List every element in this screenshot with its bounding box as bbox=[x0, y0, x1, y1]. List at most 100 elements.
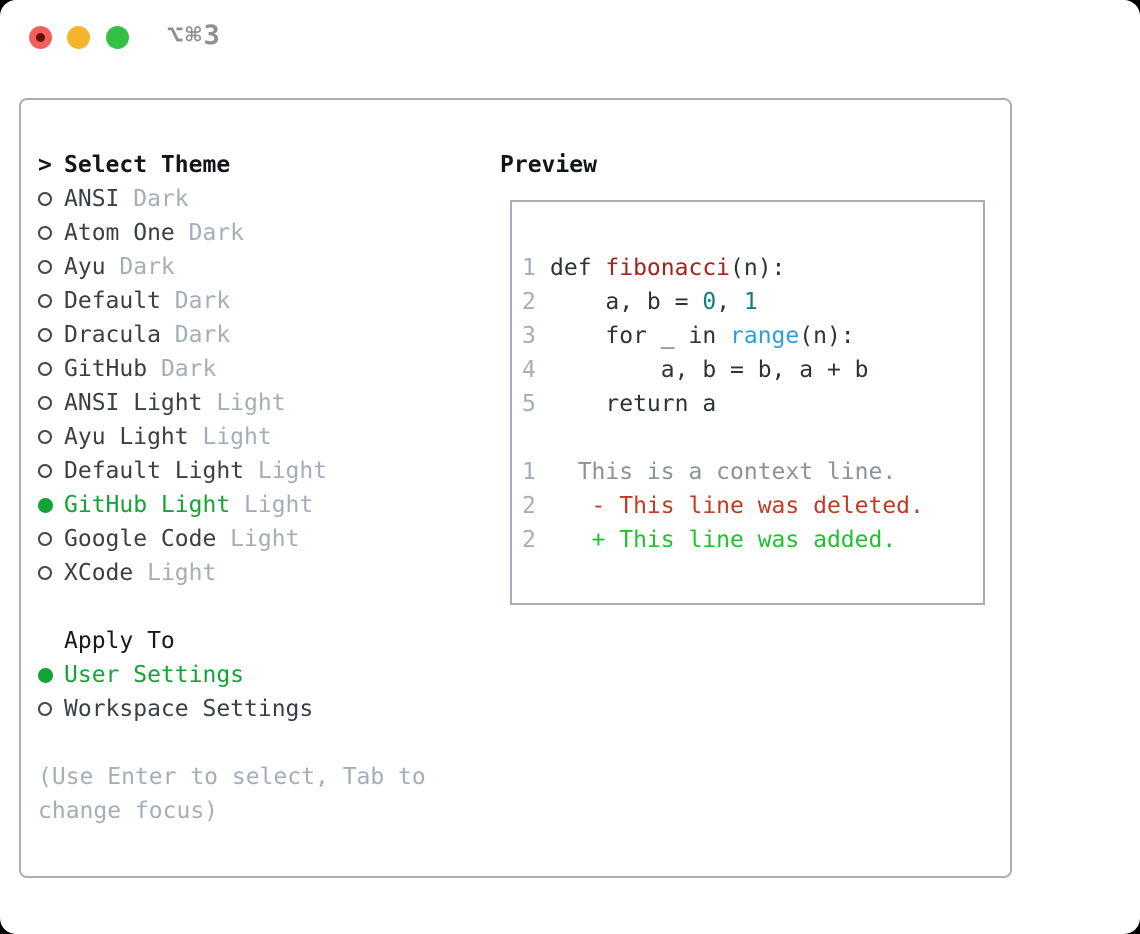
theme-variant-label: Dark bbox=[174, 220, 245, 246]
preview-line-3: 3 for _ in range(n): bbox=[522, 319, 983, 353]
theme-variant-label: Dark bbox=[147, 356, 217, 382]
window-title: ⌥⌘3 bbox=[167, 20, 222, 51]
preview-line-9: 2 + This line was added. bbox=[522, 523, 983, 557]
radio-icon bbox=[38, 566, 64, 580]
theme-name: GitHub Light bbox=[64, 492, 231, 518]
theme-name: ANSI bbox=[64, 186, 120, 212]
theme-name: Default Light bbox=[64, 458, 245, 484]
preview-line-8: 2 - This line was deleted. bbox=[522, 489, 983, 523]
prompt-icon: > bbox=[38, 152, 52, 178]
code-token: a, b = bbox=[550, 289, 703, 315]
theme-variant-label: Dark bbox=[160, 288, 231, 314]
code-token: 0 bbox=[702, 289, 717, 315]
line-number: 2 bbox=[522, 527, 536, 553]
theme-option-github-dark[interactable]: GitHub Dark bbox=[38, 352, 426, 386]
radio-icon bbox=[38, 328, 64, 342]
spacer bbox=[38, 590, 426, 624]
theme-option-default-dark[interactable]: Default Dark bbox=[38, 284, 426, 318]
theme-option-default-light-light[interactable]: Default Light Light bbox=[38, 454, 426, 488]
line-number: 1 bbox=[522, 459, 536, 485]
code-token: , bbox=[716, 289, 744, 315]
theme-option-ansi-dark[interactable]: ANSI Dark bbox=[38, 182, 426, 216]
apply-option-workspace-settings[interactable]: Workspace Settings bbox=[38, 692, 426, 726]
theme-name: Atom One bbox=[64, 220, 175, 246]
theme-variant-label: Light bbox=[216, 526, 300, 552]
code-token: range bbox=[730, 323, 800, 349]
code-token: def bbox=[550, 255, 606, 281]
title-bar: ⌥⌘3 bbox=[0, 0, 1140, 74]
line-number: 5 bbox=[522, 391, 536, 417]
code-token: This is a context line. bbox=[550, 459, 897, 485]
radio-icon bbox=[38, 226, 64, 240]
theme-name: Dracula bbox=[64, 322, 161, 348]
code-token: (n): bbox=[799, 323, 855, 349]
code-token: return a bbox=[550, 391, 717, 417]
theme-variant-label: Dark bbox=[105, 254, 175, 280]
preview-line-5: 5 return a bbox=[522, 387, 983, 421]
theme-name: Default bbox=[64, 288, 161, 314]
theme-variant-label: Dark bbox=[160, 322, 231, 348]
theme-variant-label: Light bbox=[244, 458, 328, 484]
close-button[interactable] bbox=[29, 26, 52, 49]
radio-icon bbox=[38, 464, 64, 478]
radio-icon bbox=[38, 294, 64, 308]
line-number: 3 bbox=[522, 323, 536, 349]
theme-name: ANSI Light bbox=[64, 390, 203, 416]
apply-option-label: User Settings bbox=[64, 662, 245, 688]
radio-icon bbox=[38, 532, 64, 546]
theme-name: Ayu bbox=[64, 254, 106, 280]
theme-option-github-light-light[interactable]: GitHub Light Light bbox=[38, 488, 426, 522]
preview-line-7: 1 This is a context line. bbox=[522, 455, 983, 489]
code-token: 1 bbox=[743, 289, 758, 315]
keyboard-hint: (Use Enter to select, Tab to change focus… bbox=[38, 760, 426, 828]
code-token: (n): bbox=[730, 255, 786, 281]
radio-icon bbox=[38, 260, 64, 274]
apply-to-title: Apply To bbox=[64, 628, 175, 654]
hint-text-line: change focus) bbox=[38, 798, 219, 824]
line-number: 2 bbox=[522, 289, 536, 315]
theme-variant-label: Light bbox=[230, 492, 314, 518]
select-theme-header: > Select Theme bbox=[38, 148, 426, 182]
radio-icon bbox=[38, 396, 64, 410]
theme-variant-label: Dark bbox=[119, 186, 189, 212]
theme-option-ayu-dark[interactable]: Ayu Dark bbox=[38, 250, 426, 284]
theme-variant-label: Light bbox=[133, 560, 217, 586]
line-number: 4 bbox=[522, 357, 536, 383]
theme-name: GitHub bbox=[64, 356, 148, 382]
apply-to-header: Apply To bbox=[38, 624, 426, 658]
selected-radio-icon bbox=[38, 497, 64, 513]
hint-text-line: (Use Enter to select, Tab to bbox=[38, 764, 426, 790]
radio-icon bbox=[38, 702, 64, 716]
theme-option-google-code-light[interactable]: Google Code Light bbox=[38, 522, 426, 556]
theme-name: XCode bbox=[64, 560, 134, 586]
select-theme-title: Select Theme bbox=[64, 152, 231, 178]
theme-option-ansi-light-light[interactable]: ANSI Light Light bbox=[38, 386, 426, 420]
theme-option-dracula-dark[interactable]: Dracula Dark bbox=[38, 318, 426, 352]
preview-line-6 bbox=[522, 421, 983, 455]
apply-option-label: Workspace Settings bbox=[64, 696, 314, 722]
theme-name: Google Code bbox=[64, 526, 217, 552]
maximize-button[interactable] bbox=[106, 26, 129, 49]
theme-option-atom-one-dark[interactable]: Atom One Dark bbox=[38, 216, 426, 250]
theme-option-xcode-light[interactable]: XCode Light bbox=[38, 556, 426, 590]
radio-icon bbox=[38, 430, 64, 444]
apply-option-user-settings[interactable]: User Settings bbox=[38, 658, 426, 692]
theme-option-ayu-light-light[interactable]: Ayu Light Light bbox=[38, 420, 426, 454]
line-number: 2 bbox=[522, 493, 536, 519]
code-token: fibonacci bbox=[605, 255, 731, 281]
radio-icon bbox=[38, 192, 64, 206]
preview-title: Preview bbox=[500, 152, 597, 178]
close-dot-icon bbox=[36, 33, 45, 42]
minimize-button[interactable] bbox=[67, 26, 90, 49]
code-token: for _ in bbox=[550, 323, 731, 349]
theme-variant-label: Light bbox=[202, 390, 286, 416]
radio-icon bbox=[38, 362, 64, 376]
code-token: + This line was added. bbox=[550, 527, 897, 553]
